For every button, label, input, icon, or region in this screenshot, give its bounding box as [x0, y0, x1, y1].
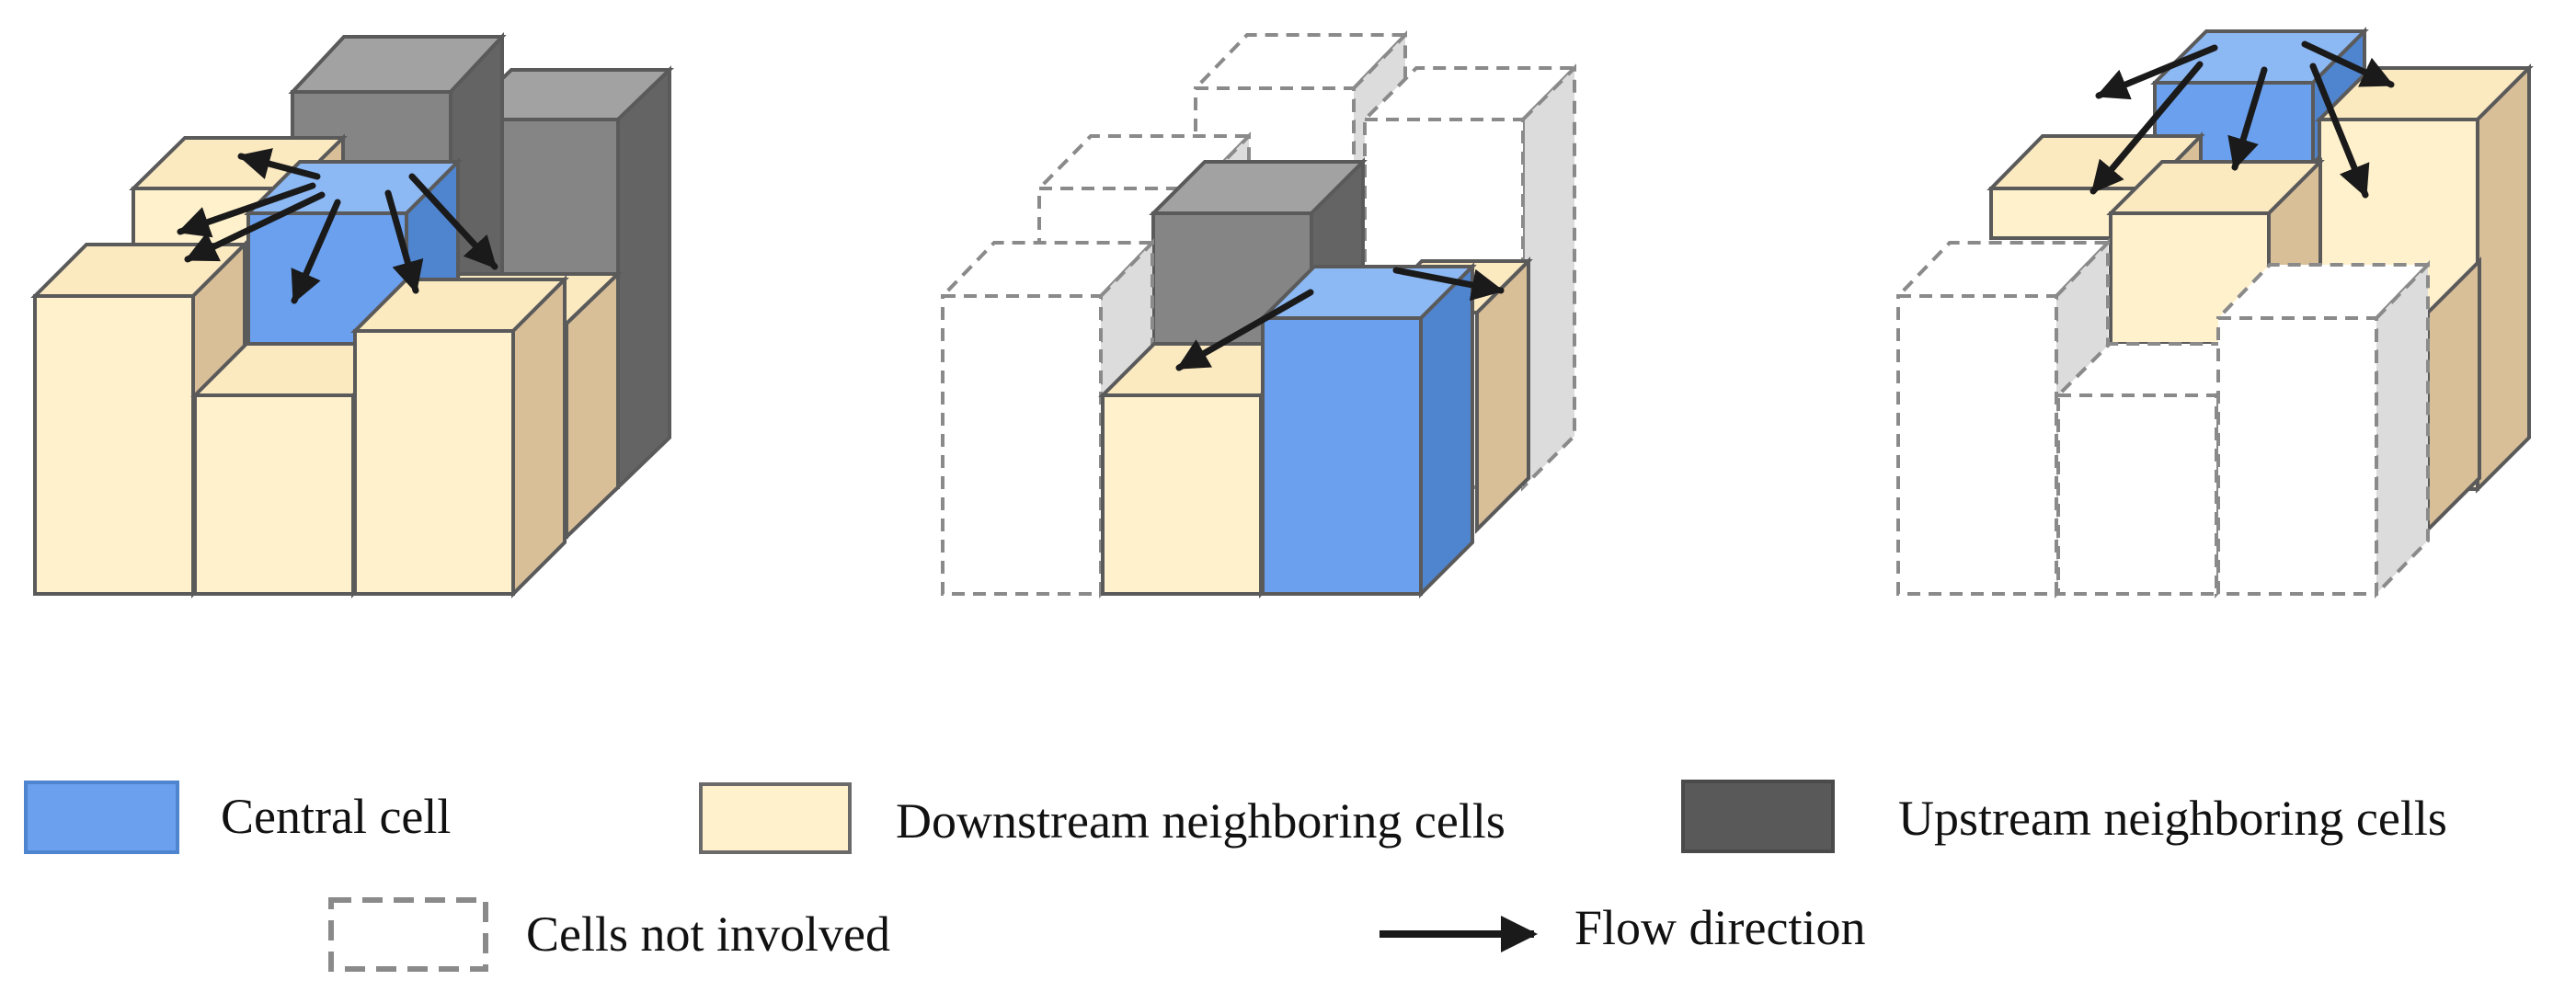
flow-arrow: [408, 173, 498, 270]
flow-arrow: [2095, 44, 2218, 100]
flow-arrow: [2089, 61, 2204, 195]
legend-label-upstream: Upstream neighboring cells: [1898, 791, 2447, 846]
flow-arrows-middle: [1175, 267, 1505, 371]
central-cell: [1258, 262, 1477, 598]
flow-arrow: [2309, 63, 2370, 199]
flow-arrow: [291, 199, 341, 304]
flow-arrows-left: [177, 148, 498, 304]
flow-arrow: [2227, 66, 2268, 171]
legend-label-flow: Flow direction: [1574, 900, 1866, 955]
panel-right: [1894, 27, 2534, 598]
flow-arrow: [184, 191, 326, 263]
flow-arrow: [1392, 267, 1505, 302]
legend: [24, 780, 1835, 972]
flow-arrow: [237, 148, 321, 180]
flow-arrows-right: [2089, 40, 2395, 199]
legend-swatch-central: [24, 781, 179, 854]
panel-left: [30, 31, 674, 598]
legend-label-not-involved: Cells not involved: [526, 906, 890, 962]
flow-arrow: [2301, 40, 2395, 88]
downstream-cell-front-right: [350, 275, 569, 598]
legend-label-downstream: Downstream neighboring cells: [896, 793, 1506, 849]
not-involved-cell: [2214, 260, 2433, 598]
panel-middle: [938, 30, 1579, 598]
flow-arrow: [1175, 289, 1314, 371]
flow-arrow: [384, 189, 424, 294]
legend-swatch-not-involved: [328, 897, 488, 972]
legend-label-central: Central cell: [221, 789, 452, 844]
legend-swatch-downstream: [699, 782, 852, 854]
flow-arrow: [177, 182, 316, 238]
legend-swatch-upstream: [1681, 780, 1835, 853]
